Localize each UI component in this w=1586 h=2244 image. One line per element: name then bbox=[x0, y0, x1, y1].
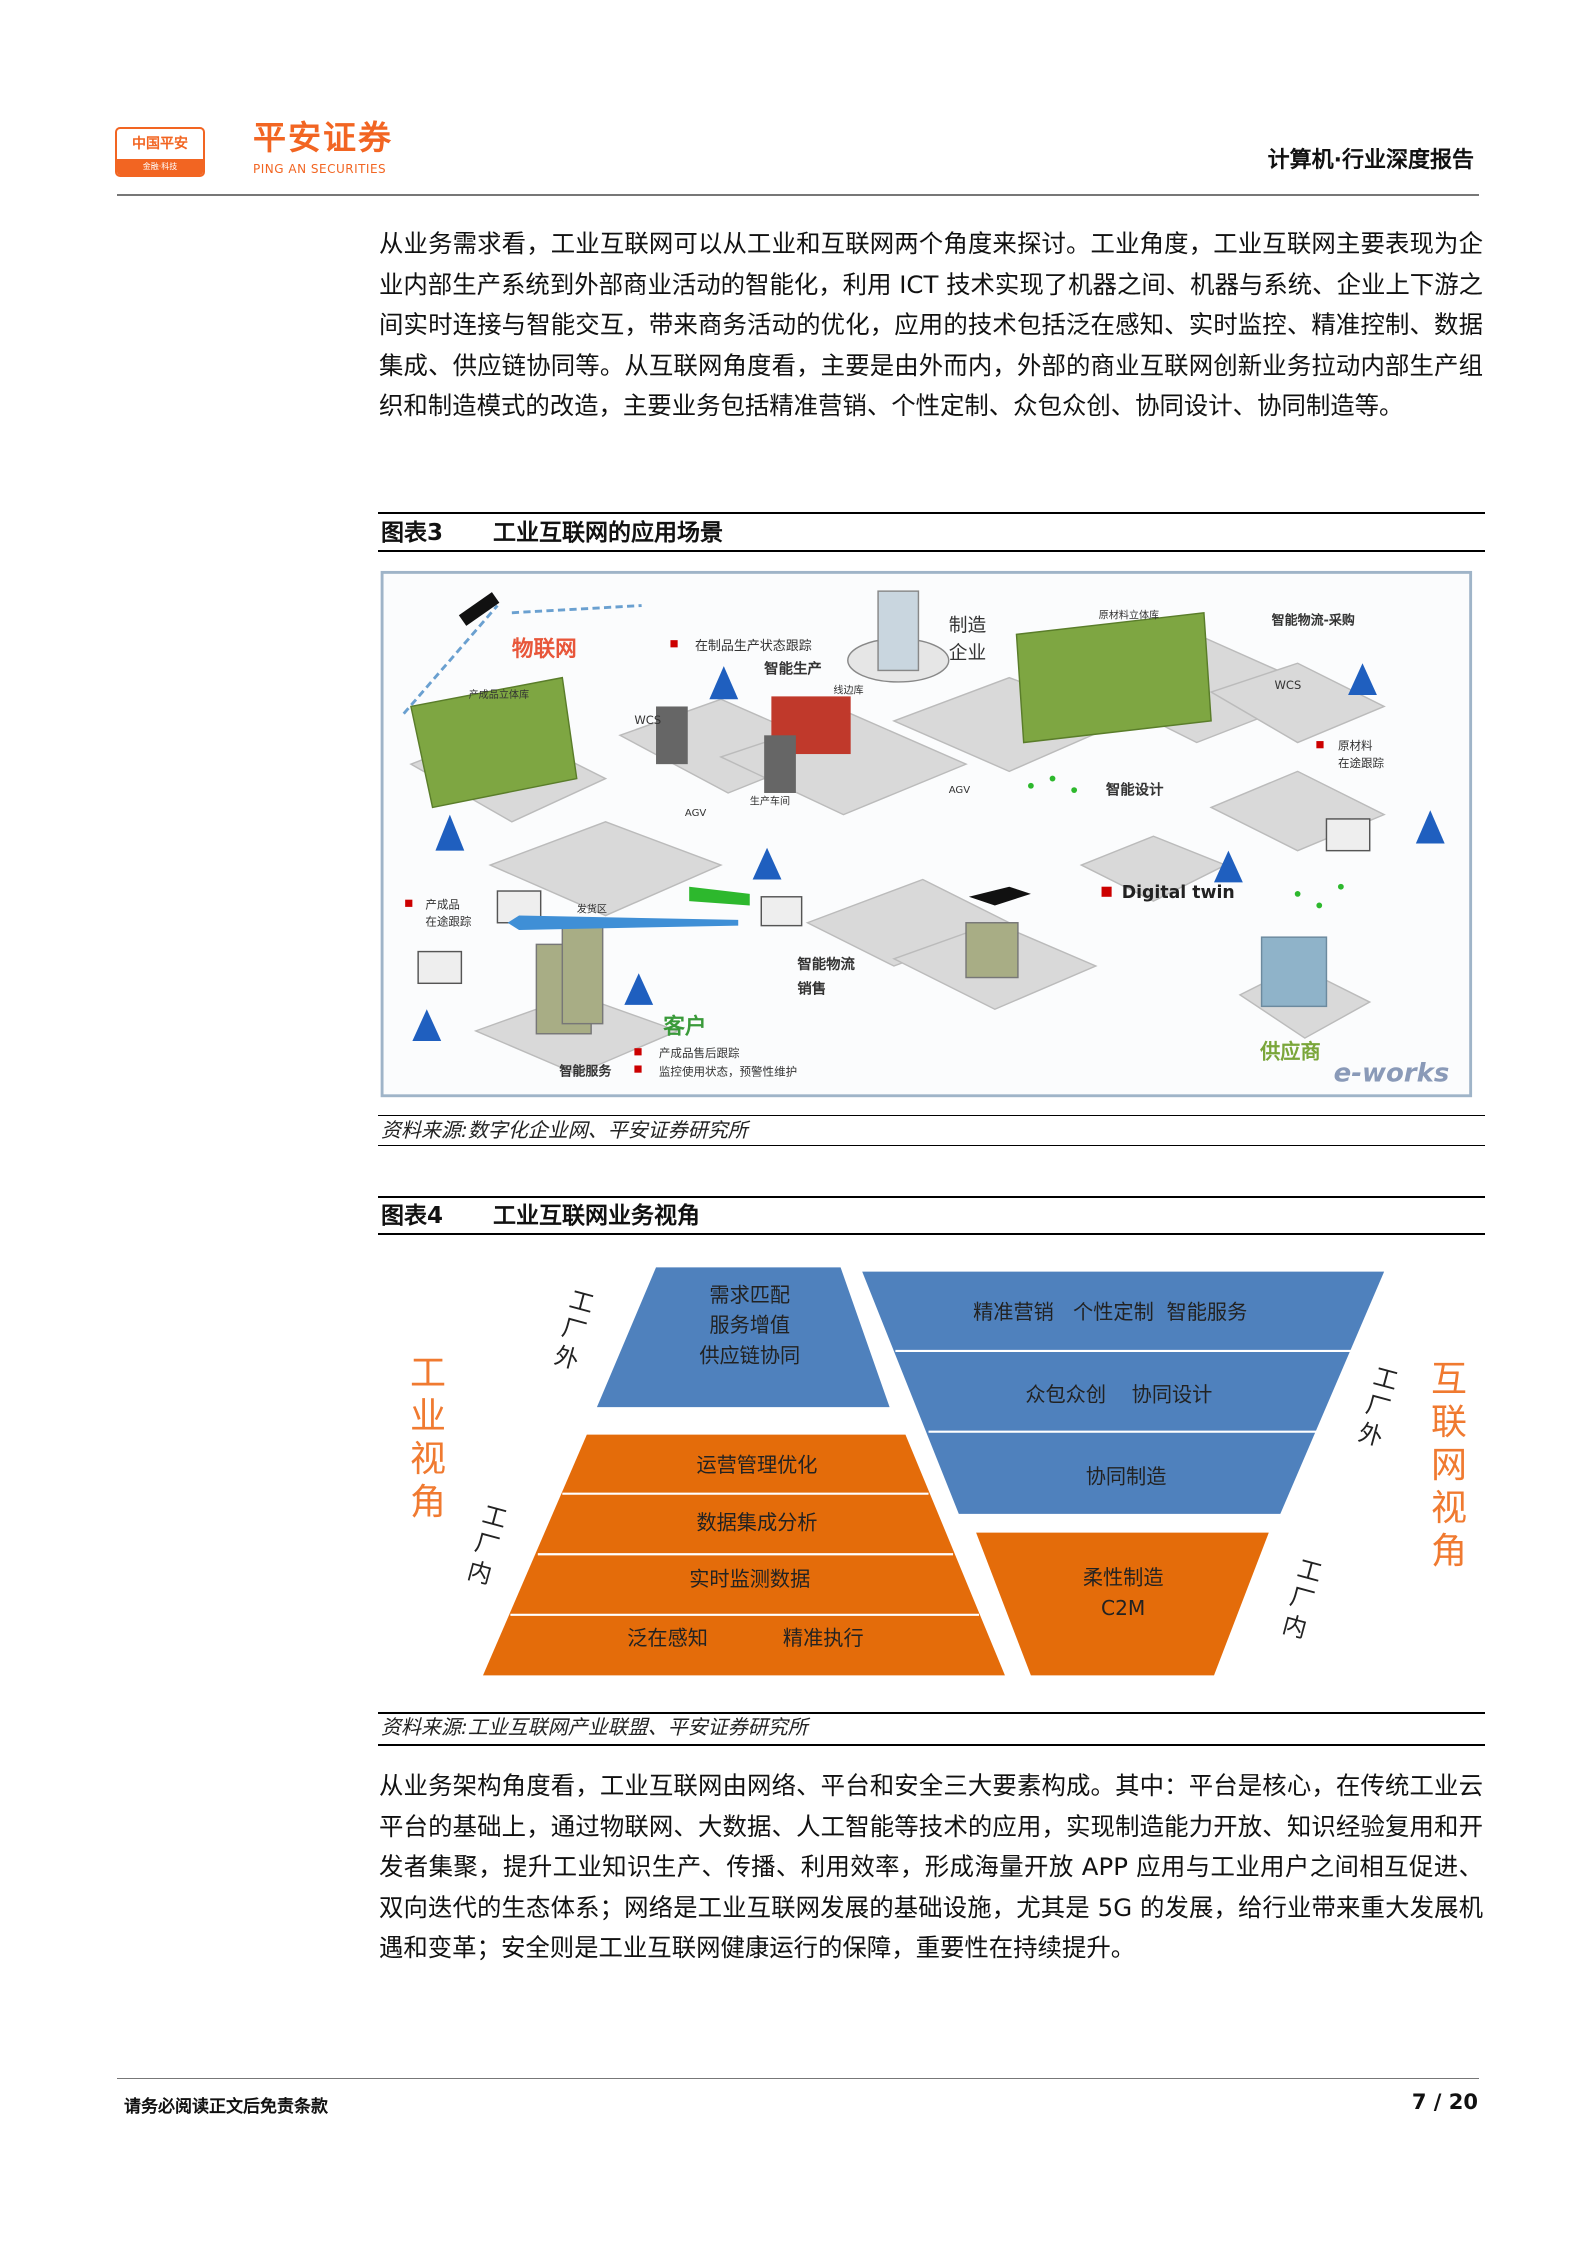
label-iot: 物联网 bbox=[512, 636, 577, 662]
industry-perspective-label: 工业视角 bbox=[410, 1353, 447, 1523]
figure4-source: 资料来源:工业互联网产业联盟、平安证券研究所 bbox=[381, 1715, 808, 1739]
industry-outside-item: 供应链协同 bbox=[699, 1343, 800, 1367]
label-smart-service: 智能服务 bbox=[559, 1064, 611, 1080]
internet-inside-item: 柔性制造 bbox=[1083, 1566, 1164, 1590]
figure4-title: 图表4 工业互联网业务视角 bbox=[381, 1202, 700, 1230]
label-wcs-2: WCS bbox=[1275, 678, 1302, 692]
label-product-transit-2: 在途跟踪 bbox=[425, 915, 472, 929]
label-shipping: 发货区 bbox=[577, 903, 607, 916]
industry-outside-item: 需求匹配 bbox=[709, 1283, 790, 1307]
label-agv-1: AGV bbox=[685, 808, 707, 819]
internet-inside-block bbox=[976, 1532, 1269, 1676]
label-product-transit-1: 产成品 bbox=[425, 897, 460, 911]
logo-bottom-text: 金融·科技 bbox=[117, 159, 203, 175]
internet-inside-item: C2M bbox=[1101, 1596, 1145, 1620]
internet-outside-item: 协同制造 bbox=[1086, 1465, 1167, 1489]
figure3-bottom-rule bbox=[378, 1115, 1485, 1116]
industry-inside-item: 数据集成分析 bbox=[696, 1511, 817, 1535]
footer-disclaimer: 请务必阅读正文后免责条款 bbox=[124, 2097, 328, 2117]
satellite-icon bbox=[458, 592, 500, 626]
machines bbox=[656, 706, 796, 793]
figure3-illustration: 物联网 在制品生产状态跟踪 智能生产 制造 企业 原材料立体库 智能物流-采购 … bbox=[380, 570, 1473, 1098]
label-monitoring: 监控使用状态，预警性维护 bbox=[659, 1065, 797, 1079]
label-logistics-sales-1: 智能物流 bbox=[797, 955, 855, 973]
blue-arrow bbox=[507, 915, 739, 930]
figure3-title-text: 工业互联网的应用场景 bbox=[493, 520, 723, 546]
label-digital-twin: Digital twin bbox=[1122, 883, 1235, 903]
figure3-title: 图表3 工业互联网的应用场景 bbox=[381, 519, 723, 547]
label-logistics-purchase: 智能物流-采购 bbox=[1272, 612, 1355, 628]
brand-name-en: PING AN SECURITIES bbox=[253, 162, 387, 176]
label-raw-transit-1: 原材料 bbox=[1338, 739, 1373, 753]
page-number: 7 / 20 bbox=[1411, 2090, 1478, 2114]
industry-outside-item: 服务增值 bbox=[709, 1313, 790, 1337]
figure3-source: 资料来源:数字化企业网、平安证券研究所 bbox=[381, 1118, 748, 1142]
label-smart-production: 智能生产 bbox=[764, 659, 822, 677]
label-line-store: 线边库 bbox=[833, 684, 863, 697]
industry-inside-item: 泛在感知 bbox=[627, 1626, 708, 1650]
label-manufacturer-1: 制造 bbox=[949, 616, 987, 637]
label-logistics-sales-2: 销售 bbox=[797, 979, 826, 997]
industry-inside-item: 运营管理优化 bbox=[696, 1453, 817, 1477]
internet-outside-item: 众包众创 协同设计 bbox=[1025, 1382, 1212, 1406]
storage-racks bbox=[410, 611, 1212, 809]
label-workshop: 生产车间 bbox=[750, 795, 790, 808]
internet-perspective-label: 互联网视角 bbox=[1431, 1359, 1468, 1572]
industry-outside-block bbox=[596, 1267, 890, 1408]
body-paragraph-2: 从业务架构角度看，工业互联网由网络、平台和安全三大要素构成。其中：平台是核心，在… bbox=[379, 1771, 1483, 1962]
internet-outside-block bbox=[862, 1271, 1385, 1514]
label-agv-2: AGV bbox=[949, 785, 971, 796]
label-raw-warehouse: 原材料立体库 bbox=[1099, 609, 1159, 622]
manufacturer-tower bbox=[847, 590, 950, 683]
antenna-icons bbox=[412, 663, 1445, 1041]
footer-divider bbox=[117, 2078, 1479, 2079]
label-wip-tracking: 在制品生产状态跟踪 bbox=[695, 639, 812, 654]
body-paragraph-1: 从业务需求看，工业互联网可以从工业和互联网两个角度来探讨。工业角度，工业互联网主… bbox=[379, 229, 1483, 420]
internet-outside-item: 精准营销 个性定制 智能服务 bbox=[973, 1300, 1247, 1324]
label-product-warehouse: 产成品立体库 bbox=[469, 688, 529, 701]
eworks-watermark: e-works bbox=[1334, 1058, 1450, 1088]
figure4-title-rule bbox=[378, 1233, 1485, 1235]
figure3-number: 图表3 bbox=[381, 520, 444, 546]
figure4-bottom-rule bbox=[378, 1712, 1485, 1714]
black-arrow bbox=[968, 886, 1031, 906]
label-supplier: 供应商 bbox=[1259, 1039, 1321, 1063]
label-smart-design: 智能设计 bbox=[1106, 780, 1164, 798]
figure4-top-rule bbox=[378, 1196, 1485, 1198]
label-wcs-1: WCS bbox=[634, 713, 661, 727]
figure4-source-rule bbox=[378, 1744, 1485, 1746]
label-manufacturer-2: 企业 bbox=[949, 643, 986, 664]
label-customer: 客户 bbox=[663, 1014, 706, 1040]
label-after-sales: 产成品售后跟踪 bbox=[659, 1046, 740, 1060]
figure3-source-rule bbox=[378, 1145, 1485, 1146]
industry-inside-item: 精准执行 bbox=[783, 1626, 864, 1650]
green-arrow bbox=[689, 886, 750, 906]
internet-dividers bbox=[895, 1349, 1351, 1433]
logo-top-text: 中国平安 bbox=[132, 136, 188, 152]
figure4-number: 图表4 bbox=[381, 1203, 444, 1229]
supplier-building bbox=[1260, 936, 1328, 1008]
figure4-title-text: 工业互联网业务视角 bbox=[493, 1203, 700, 1229]
figure3-top-rule bbox=[378, 512, 1485, 514]
industry-dividers bbox=[510, 1492, 979, 1616]
satellite-link bbox=[402, 604, 499, 715]
brand-name: 平安证券 bbox=[253, 118, 393, 157]
report-type: 计算机·行业深度报告 bbox=[1267, 148, 1474, 173]
figure3-title-rule bbox=[378, 550, 1485, 552]
label-raw-transit-2: 在途跟踪 bbox=[1338, 756, 1385, 770]
header-divider bbox=[117, 194, 1479, 196]
figure4-diagram: 需求匹配 服务增值 供应链协同 运营管理优化 数据集成分析 实时监测数据 泛在感… bbox=[483, 1267, 1385, 1676]
data-dots bbox=[1028, 775, 1344, 909]
industry-inside-item: 实时监测数据 bbox=[689, 1567, 810, 1591]
ping-an-logo: 中国平安 金融·科技 bbox=[115, 127, 205, 177]
